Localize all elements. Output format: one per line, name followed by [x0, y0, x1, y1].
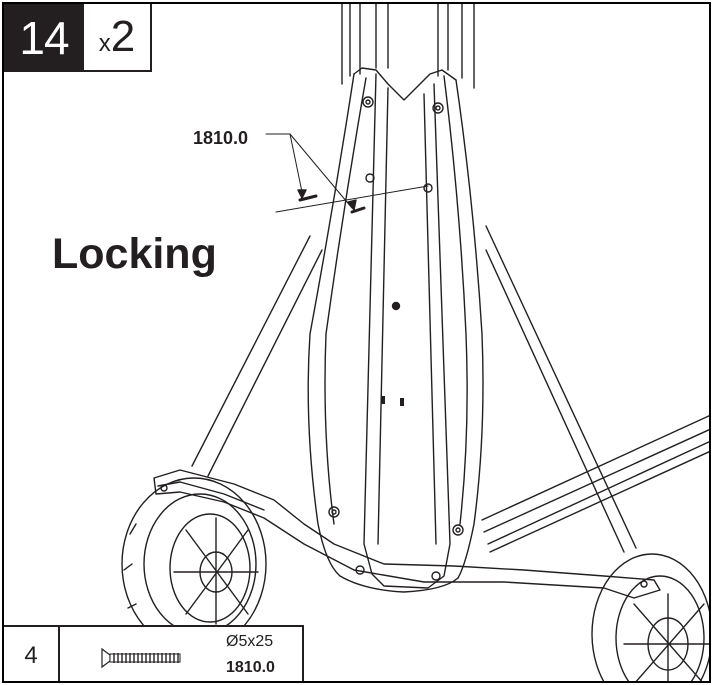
countersunk-screw-icon [101, 647, 181, 669]
support-braces [191, 225, 637, 553]
base-rail [481, 415, 709, 553]
screw-callout-lines [265, 133, 429, 214]
right-wheel [591, 553, 709, 681]
part-code: 1810.0 [226, 659, 275, 676]
pole-base [307, 73, 484, 593]
quantity-prefix: x [98, 30, 111, 57]
step-heading: Locking [52, 230, 217, 278]
part-size: Ø5x25 [226, 633, 274, 650]
step-number: 14 [4, 4, 84, 72]
quantity-value: 2 [110, 12, 136, 61]
upper-pole [341, 4, 475, 101]
part-callout-label: 1810.0 [193, 128, 249, 148]
assembly-drawing [121, 4, 709, 681]
parts-list: 4 Ø5x25 1810.0 [4, 625, 304, 681]
parts-count: 4 [4, 627, 60, 681]
step-quantity: x2 [84, 4, 152, 72]
